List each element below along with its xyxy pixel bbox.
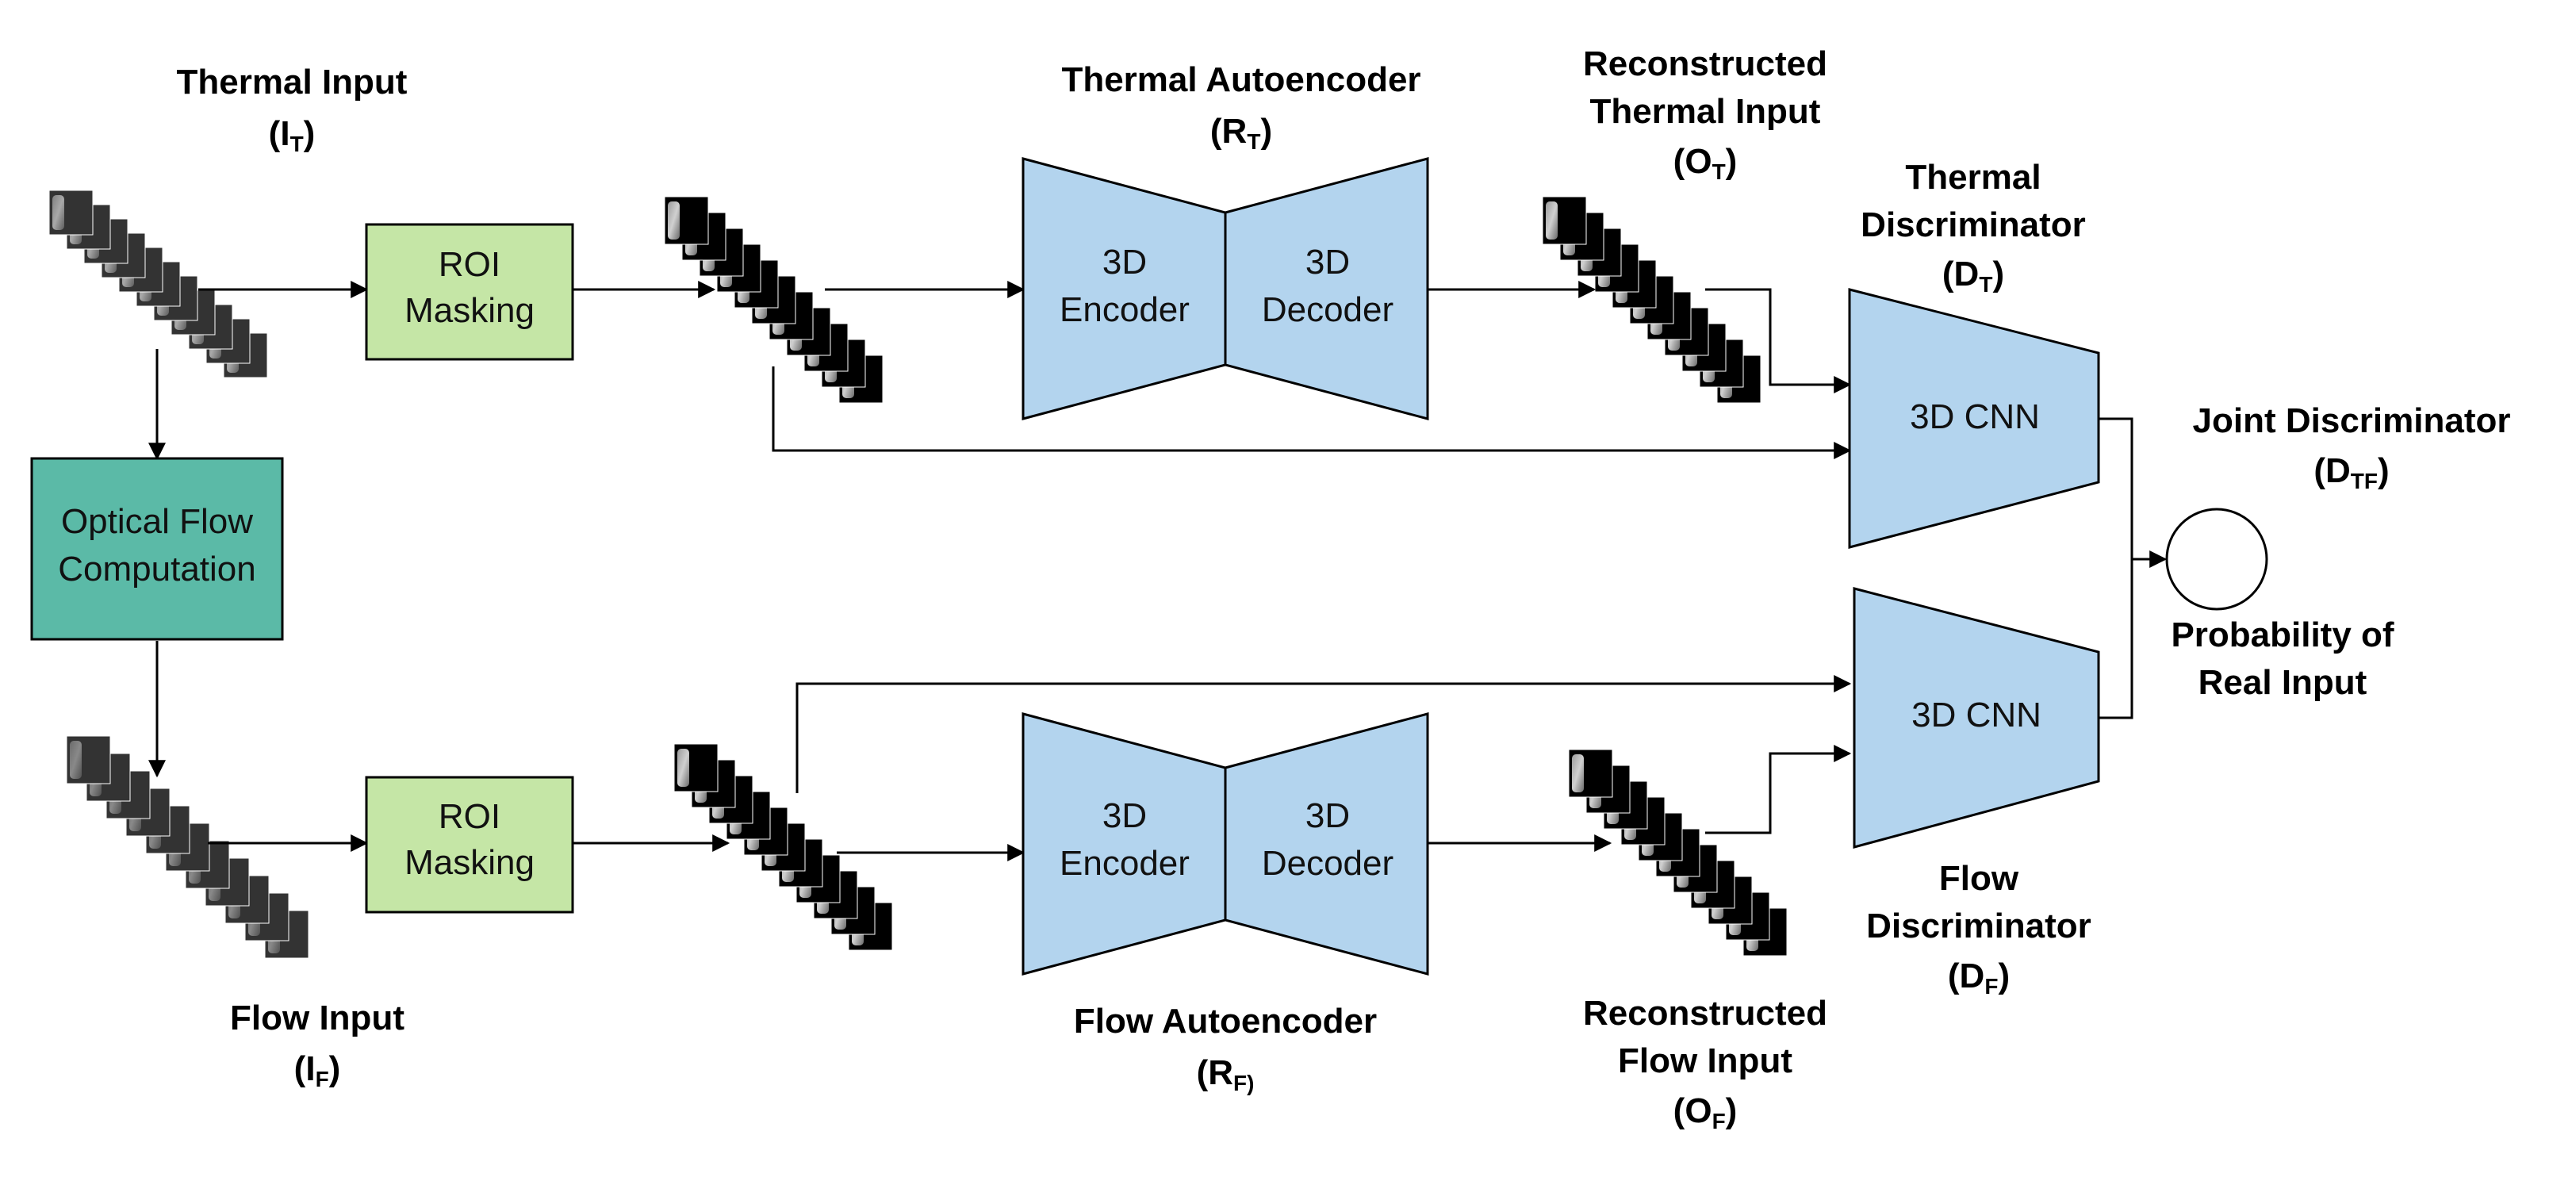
thermal-disc-text: 3D CNN [1910, 397, 2040, 436]
arrow-recon-to-thermal-disc [1705, 288, 1852, 393]
optical-flow-line2: Computation [58, 550, 255, 589]
thermal-discriminator-label: Thermal Discriminator (DT) [1861, 158, 2086, 297]
probability-line2: Real Input [2198, 663, 2367, 702]
optical-flow-line1: Optical Flow [61, 502, 253, 541]
reconstructed-flow-line2: Flow Input [1618, 1041, 1792, 1080]
flow-masked-frames [673, 743, 893, 951]
person-silhouette [677, 749, 689, 787]
reconstructed-thermal-symbol: (OT) [1673, 142, 1738, 184]
probability-label: Probability of Real Input [2171, 615, 2394, 702]
person-silhouette [52, 195, 64, 230]
flow-discriminator-symbol: (DF) [1948, 957, 2010, 999]
joint-discriminator-label: Joint Discriminator (DTF) [2193, 401, 2511, 493]
thermal-autoencoder-title: Thermal Autoencoder [1061, 60, 1420, 99]
roi-masking-bottom-box: ROI Masking [365, 776, 574, 914]
flow-decoder-shape [1224, 712, 1429, 976]
thermal-reconstructed-frames [1542, 196, 1761, 404]
arrow-masked-to-thermal-disc [772, 366, 1852, 459]
flow-encoder-line2: Encoder [1060, 844, 1190, 883]
thermal-input-symbol: (IT) [269, 114, 316, 156]
flow-discriminator-line2: Discriminator [1866, 907, 2091, 945]
flow-reconstructed-frames [1568, 749, 1788, 957]
flow-input-symbol: (IF) [294, 1049, 341, 1091]
thermal-discriminator-shape: 3D CNN [1848, 288, 2100, 549]
thermal-input-label: Thermal Input (IT) [177, 63, 408, 156]
flow-autoencoder-title: Flow Autoencoder [1074, 1002, 1377, 1041]
flow-autoencoder-symbol: (RF) [1197, 1053, 1255, 1095]
flow-input-label: Flow Input (IF) [230, 999, 404, 1091]
person-silhouette [1546, 201, 1558, 240]
joint-output-circle [2165, 508, 2268, 611]
flow-decoder-line1: 3D [1305, 796, 1350, 835]
thermal-input-frames [48, 190, 268, 378]
optical-flow-computation-box: Optical Flow Computation [30, 457, 284, 641]
joint-discriminator-title: Joint Discriminator [2193, 401, 2511, 440]
thermal-discriminator-line1: Thermal [1905, 158, 2041, 197]
thermal-input-title: Thermal Input [177, 63, 408, 102]
flow-input-title: Flow Input [230, 999, 404, 1037]
joint-connector [2099, 417, 2133, 719]
arrow-flow-masked-to-flow-disc [795, 675, 1852, 793]
flow-autoencoder: 3D Encoder 3D Decoder [1022, 712, 1429, 976]
flow-disc-text: 3D CNN [1911, 696, 2041, 734]
thermal-discriminator-symbol: (DT) [1942, 255, 2004, 297]
flow-discriminator-line1: Flow [1939, 859, 2019, 898]
thermal-autoencoder-label: Thermal Autoencoder (RT) [1061, 60, 1420, 154]
thermal-encoder-shape [1022, 157, 1227, 420]
thermal-autoencoder: 3D Encoder 3D Decoder [1022, 157, 1429, 420]
arrow-flow-recon-to-flow-disc [1705, 745, 1852, 834]
thermal-encoder-line1: 3D [1102, 243, 1147, 282]
probability-line1: Probability of [2171, 615, 2394, 654]
roi-top-line2: Masking [404, 291, 535, 330]
connections [148, 281, 2168, 861]
roi-masking-top-box: ROI Masking [365, 223, 574, 361]
person-silhouette [70, 741, 82, 779]
thermal-discriminator-line2: Discriminator [1861, 205, 2086, 244]
thermal-autoencoder-symbol: (RT) [1210, 112, 1272, 154]
flow-encoder-line1: 3D [1102, 796, 1147, 835]
roi-bottom-line2: Masking [404, 843, 535, 882]
flow-discriminator-shape: 3D CNN [1853, 587, 2100, 849]
reconstructed-thermal-line2: Thermal Input [1590, 92, 1821, 131]
thermal-encoder-line2: Encoder [1060, 290, 1190, 329]
person-silhouette [668, 201, 680, 240]
joint-discriminator-symbol: (DTF) [2313, 451, 2389, 493]
reconstructed-flow-line1: Reconstructed [1583, 994, 1827, 1033]
roi-bottom-line1: ROI [439, 797, 500, 836]
thermal-decoder-shape [1224, 157, 1429, 420]
reconstructed-flow-label: Reconstructed Flow Input (OF) [1583, 994, 1827, 1133]
reconstructed-flow-symbol: (OF) [1673, 1091, 1738, 1133]
flow-discriminator-label: Flow Discriminator (DF) [1866, 859, 2091, 999]
thermal-masked-frames [664, 196, 884, 404]
person-silhouette [1572, 754, 1584, 792]
roi-top-line1: ROI [439, 245, 500, 284]
thermal-decoder-line2: Decoder [1262, 290, 1393, 329]
reconstructed-thermal-line1: Reconstructed [1583, 44, 1827, 83]
flow-autoencoder-label: Flow Autoencoder (RF) [1074, 1002, 1377, 1095]
flow-input-frames [66, 735, 309, 959]
thermal-decoder-line1: 3D [1305, 243, 1350, 282]
flow-decoder-line2: Decoder [1262, 844, 1393, 883]
reconstructed-thermal-label: Reconstructed Thermal Input (OT) [1583, 44, 1827, 184]
